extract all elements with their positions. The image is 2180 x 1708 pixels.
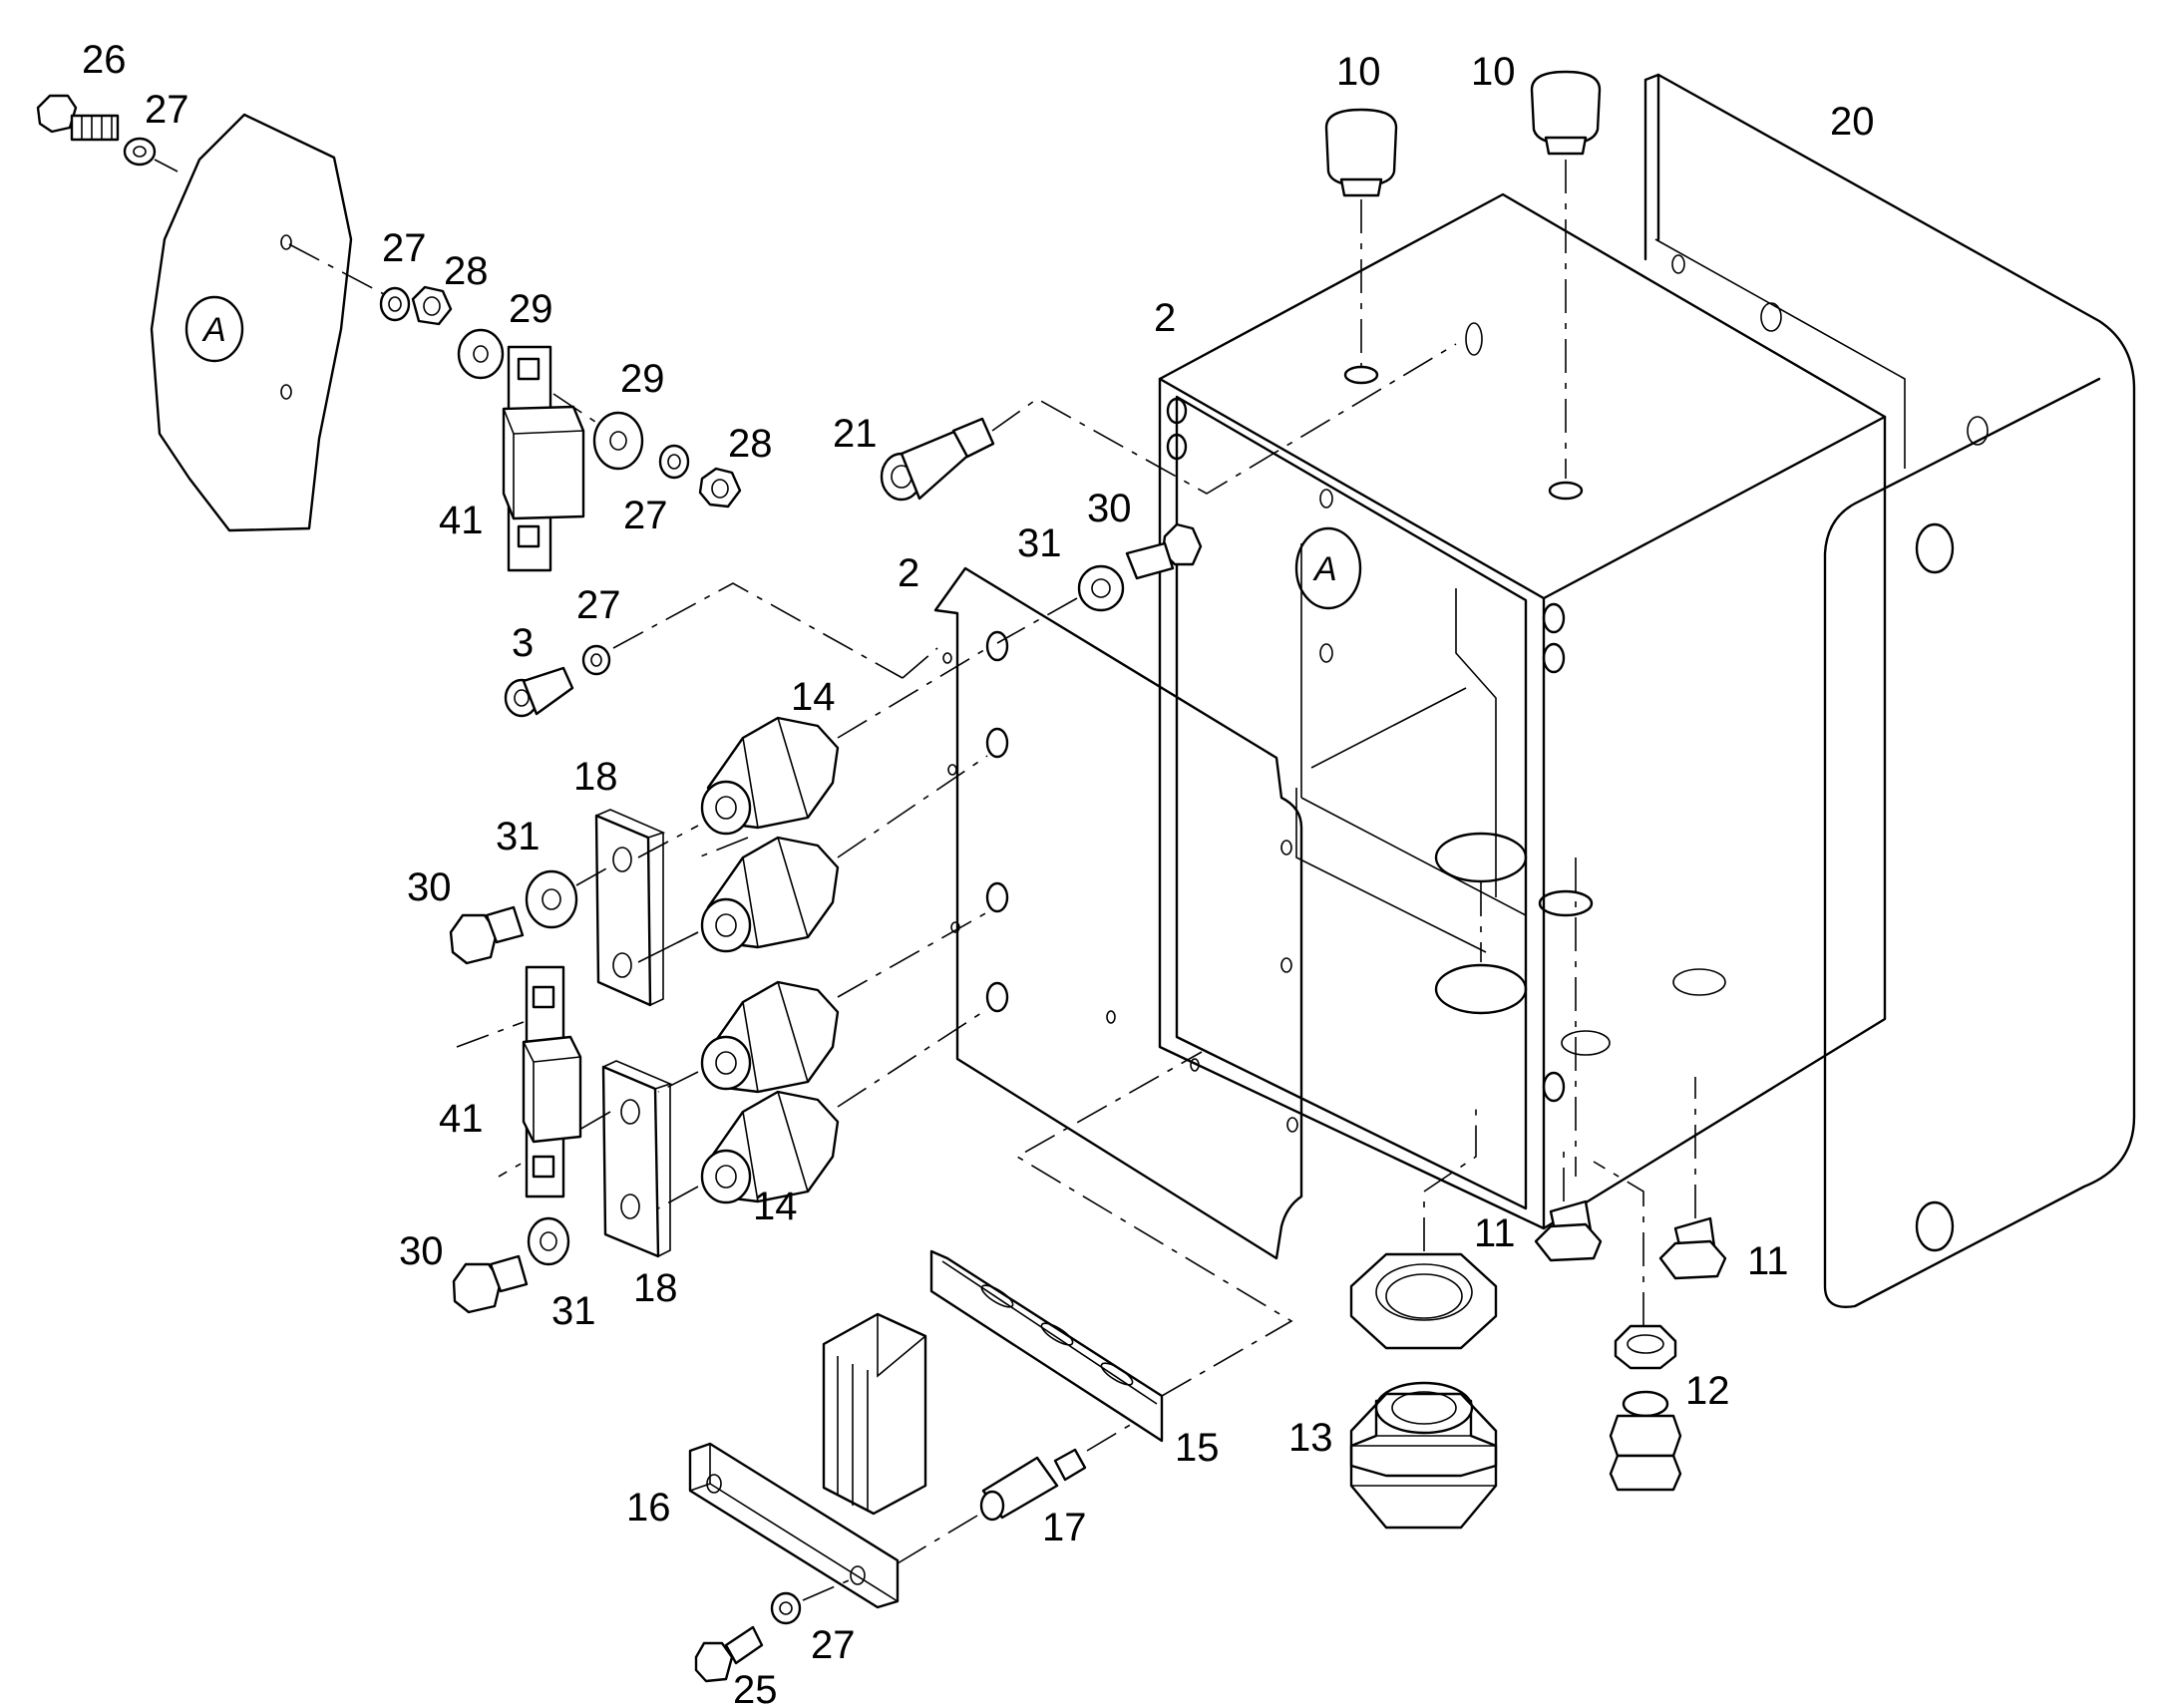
- part-number-labels: 26 27 27 28 29 29 27 28 41 21 2 10 10 20…: [82, 38, 1875, 1708]
- label-10-a: 10: [1336, 50, 1381, 94]
- label-3: 3: [512, 621, 534, 665]
- label-29-a: 29: [509, 287, 553, 331]
- detail-marker-a: A: [201, 311, 226, 349]
- label-41-a: 41: [439, 499, 484, 542]
- strap-18-upper: [594, 809, 699, 1007]
- screw-25: [694, 1576, 857, 1683]
- label-16: 16: [626, 1486, 671, 1530]
- screw-3: [504, 582, 938, 718]
- standoff-17: [897, 1420, 1138, 1564]
- locknut-13: [1349, 1107, 1498, 1350]
- label-18-a: 18: [573, 755, 618, 799]
- plug-11-right: [1658, 1077, 1727, 1280]
- label-2-a: 2: [1154, 296, 1176, 340]
- label-21: 21: [833, 412, 878, 456]
- detail-marker-a-box: A: [1312, 550, 1337, 588]
- label-27-c: 27: [623, 494, 668, 537]
- cable-gland-13: [1349, 1381, 1498, 1530]
- cable-gland-14-d: [657, 1008, 988, 1209]
- terminal-block: [822, 1312, 927, 1516]
- cover-plate-2: [933, 566, 1303, 1260]
- label-29-b: 29: [620, 357, 665, 401]
- label-18-b: 18: [633, 1266, 678, 1310]
- bolt-30-lower: [452, 1216, 570, 1314]
- detail-view-a: A: [150, 113, 385, 532]
- label-27-b: 27: [382, 226, 427, 270]
- label-25: 25: [733, 1668, 778, 1708]
- label-14-b: 14: [753, 1185, 798, 1228]
- cable-gland-14-a: [697, 647, 988, 858]
- mounting-bracket-20: [1643, 73, 2136, 1308]
- fuse-holder-41-upper: [502, 345, 585, 572]
- strap-18-lower: [498, 1060, 673, 1258]
- label-31-b: 31: [496, 815, 541, 858]
- label-41-b: 41: [439, 1097, 484, 1141]
- label-30-a: 30: [1087, 487, 1132, 530]
- cable-gland-14-c: [657, 911, 988, 1094]
- label-15: 15: [1175, 1426, 1220, 1470]
- label-30-c: 30: [399, 1229, 444, 1273]
- label-20: 20: [1830, 100, 1875, 144]
- label-31-a: 31: [1017, 521, 1062, 565]
- plug-10-left: [1324, 108, 1398, 367]
- bolt-26: [36, 94, 179, 172]
- label-27-a: 27: [145, 88, 189, 132]
- din-rail-15: [929, 1051, 1293, 1443]
- fitting-12: [1609, 1390, 1682, 1492]
- fastener-chain-right: [552, 393, 742, 509]
- label-28-a: 28: [444, 249, 489, 293]
- label-27-e: 27: [811, 1623, 856, 1667]
- label-17: 17: [1042, 1506, 1087, 1549]
- label-10-b: 10: [1471, 50, 1516, 94]
- label-30-b: 30: [407, 865, 452, 909]
- label-14-a: 14: [791, 675, 836, 719]
- fuse-holder-41-lower: [456, 965, 582, 1198]
- label-11-a: 11: [1474, 1211, 1516, 1255]
- label-26: 26: [82, 38, 127, 82]
- label-12: 12: [1685, 1369, 1730, 1413]
- label-2-b: 2: [898, 551, 919, 595]
- label-13: 13: [1288, 1416, 1333, 1460]
- cable-gland-14-b: [657, 755, 988, 953]
- screw-21: [880, 343, 1457, 502]
- label-31-c: 31: [551, 1289, 596, 1333]
- label-27-d: 27: [576, 583, 621, 627]
- strip-16: [688, 1442, 900, 1609]
- label-28-b: 28: [728, 422, 773, 466]
- locknut-12: [1593, 1161, 1677, 1370]
- fastener-chain-upper: [379, 285, 505, 380]
- enclosure-box-2: A: [1158, 192, 1887, 1230]
- plug-11-left: [1534, 1142, 1603, 1262]
- bolt-30-middle: [449, 866, 609, 965]
- plug-10-right: [1530, 70, 1602, 479]
- bolt-30-upper: [996, 522, 1203, 644]
- label-11-b: 11: [1747, 1239, 1789, 1283]
